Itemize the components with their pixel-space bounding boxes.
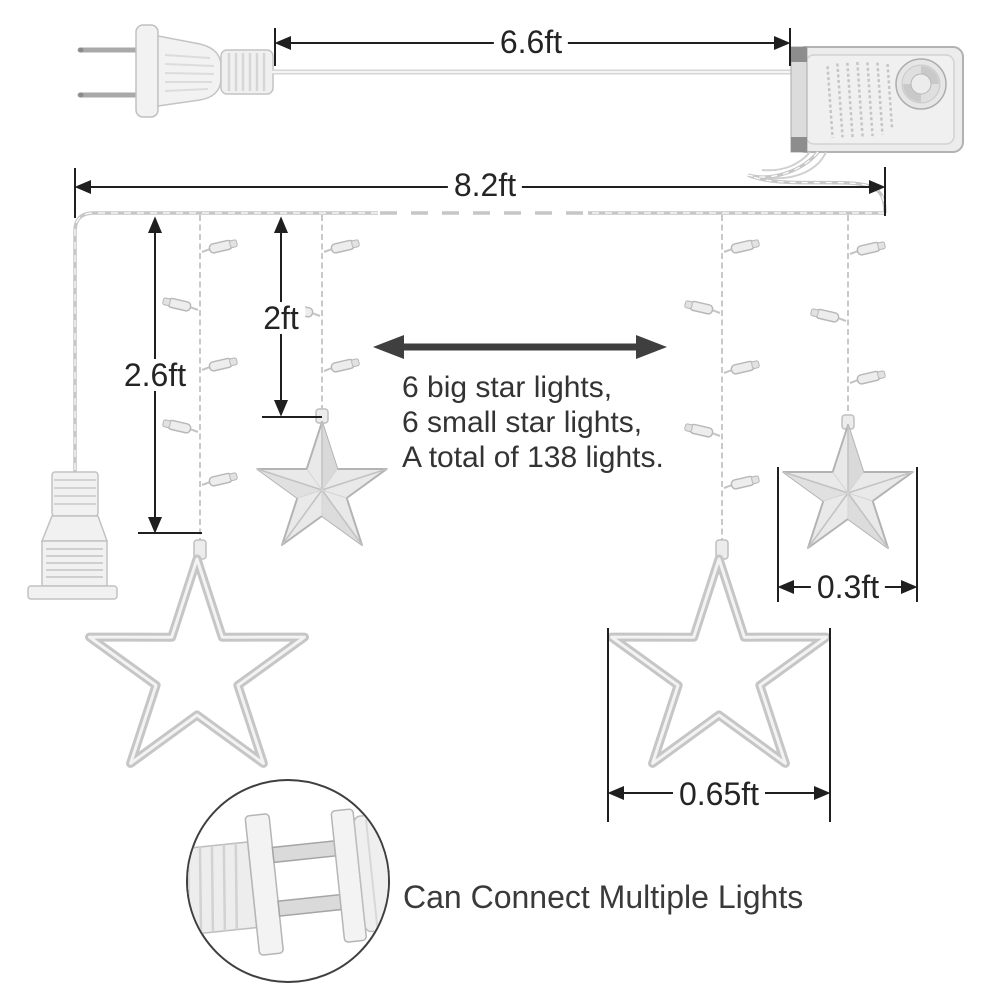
controller-wire-loop xyxy=(747,150,887,214)
long-drop-length-label: 2.6ft xyxy=(117,359,193,391)
short-drop-length-label: 2ft xyxy=(257,302,305,334)
light-strands xyxy=(199,215,849,540)
big-star-width-label: 0.65ft xyxy=(672,778,766,810)
cord-length-label: 6.6ft xyxy=(493,26,569,58)
end-connector-icon xyxy=(27,471,118,600)
lights-count-annotation: 6 big star lights, 6 small star lights, … xyxy=(402,370,664,475)
connect-multiple-caption: Can Connect Multiple Lights xyxy=(403,879,804,915)
double-headed-arrow-icon xyxy=(373,335,667,359)
total-span-label: 8.2ft xyxy=(447,169,523,201)
small-star-width-label: 0.3ft xyxy=(810,571,886,603)
power-plug-icon xyxy=(77,24,274,118)
annotation-line-2: 6 small star lights, xyxy=(402,406,643,439)
small-star-left-icon xyxy=(256,421,388,546)
annotation-line-3: A total of 138 lights. xyxy=(402,441,664,474)
controller-box-icon xyxy=(790,46,964,153)
big-star-right-icon xyxy=(607,554,831,768)
small-star-right-icon xyxy=(782,424,914,549)
main-string-wire xyxy=(73,211,885,472)
connector-detail-inset xyxy=(186,779,390,983)
big-star-left-icon xyxy=(85,554,309,768)
annotation-line-1: 6 big star lights, xyxy=(402,371,613,404)
mode-dial-icon xyxy=(895,58,947,110)
